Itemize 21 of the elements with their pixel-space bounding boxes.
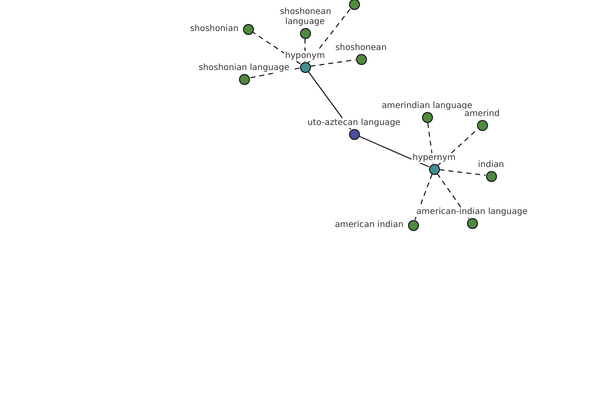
dashed-line	[310, 59, 356, 67]
node-label: uto-aztecan language	[306, 118, 402, 128]
node-label: american indian	[334, 220, 404, 230]
node-label: american-indian language	[415, 206, 529, 216]
connector-line	[358, 136, 430, 168]
node-label: shoshonian language	[198, 62, 290, 72]
dashed-line	[436, 173, 470, 219]
node-label: hypernym	[411, 152, 457, 162]
node-label: amerind	[463, 108, 501, 118]
dashed-line	[438, 169, 486, 176]
dashed-line	[427, 122, 434, 164]
dashed-line	[308, 8, 352, 64]
node-label: amerindian language	[380, 100, 474, 110]
node-label: hyponym	[284, 50, 326, 60]
dashed-line	[252, 32, 301, 64]
node-label: shoshonean language	[279, 6, 331, 26]
dashed-line	[414, 174, 433, 220]
node-label: indian	[476, 160, 506, 170]
node-label: shoshonean	[334, 42, 388, 52]
node-label: shoshonian	[189, 24, 240, 34]
dashed-line	[304, 38, 306, 62]
